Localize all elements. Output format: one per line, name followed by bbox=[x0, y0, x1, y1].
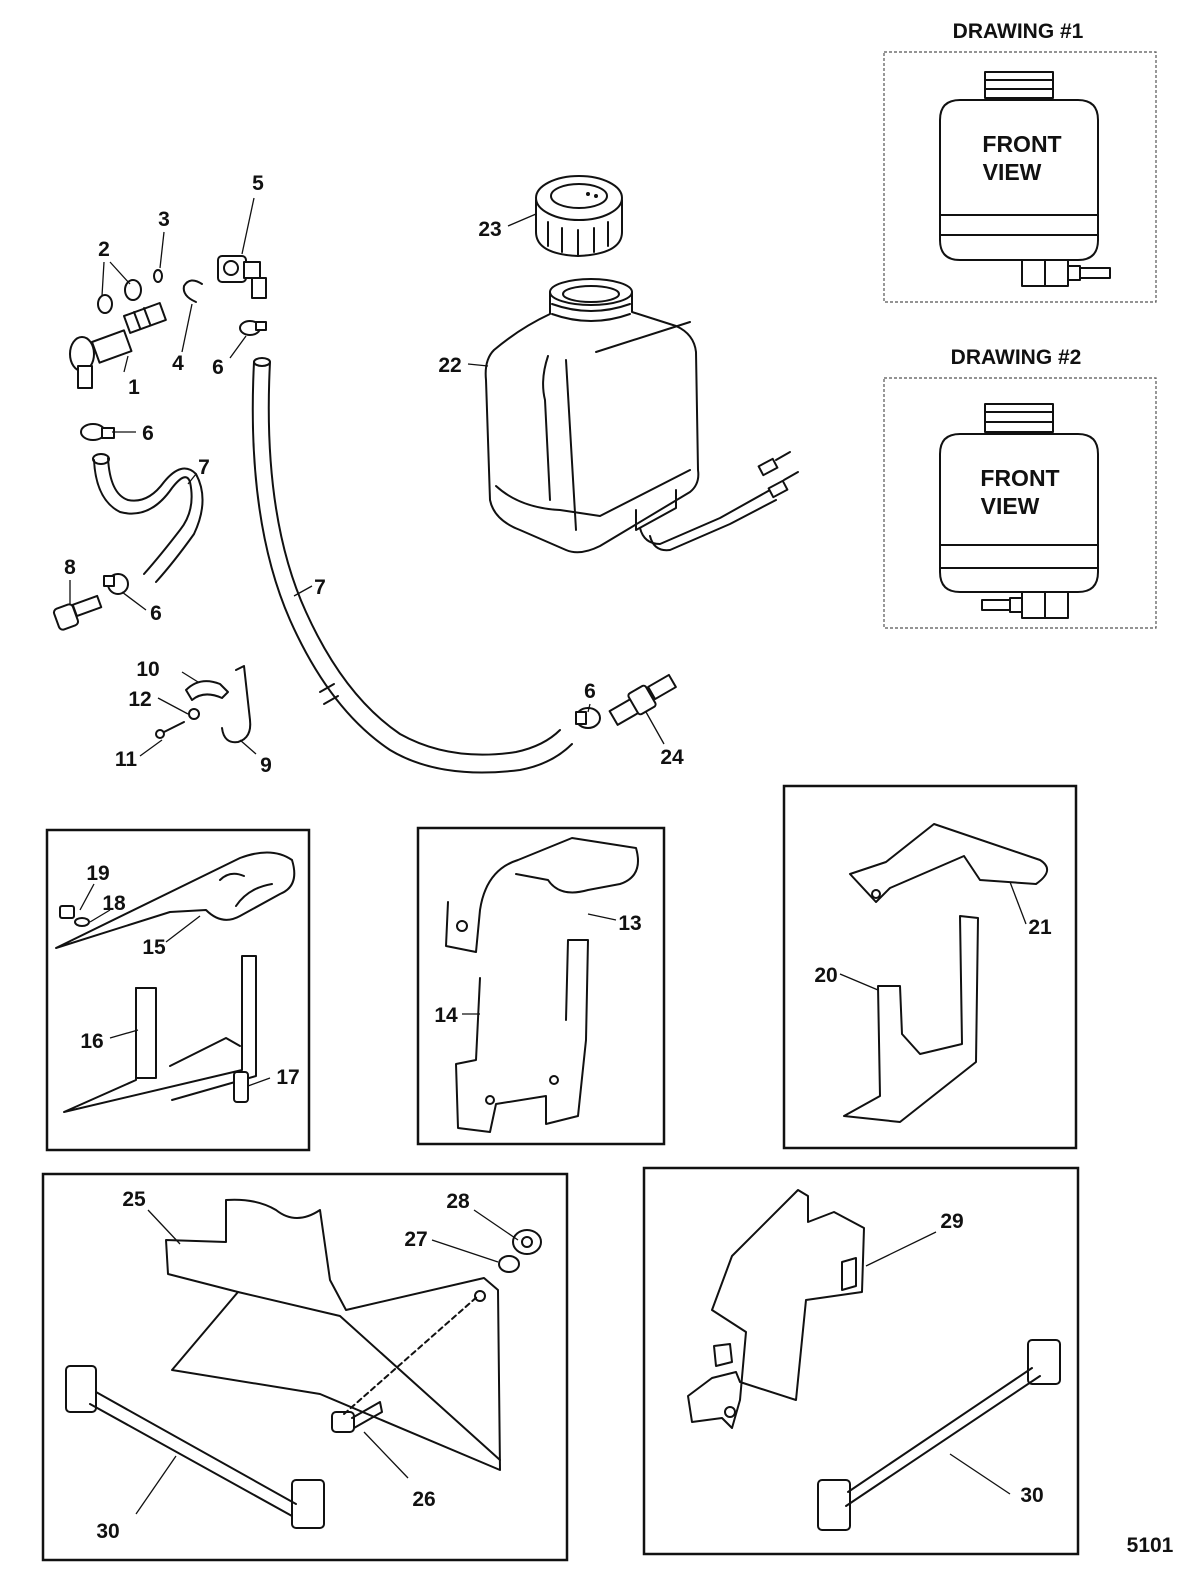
callout-26: 26 bbox=[412, 1488, 435, 1511]
long-hose-outer bbox=[251, 361, 573, 774]
o-rings bbox=[97, 269, 163, 314]
nut-19 bbox=[59, 905, 75, 919]
washer-18 bbox=[74, 917, 90, 927]
fill-cap bbox=[535, 175, 623, 257]
clamp-10 bbox=[185, 680, 229, 701]
callout-30-a: 30 bbox=[96, 1520, 119, 1543]
callout-3: 3 bbox=[158, 208, 170, 231]
drawing-2-title: DRAWING #2 bbox=[951, 346, 1082, 369]
drawing-2-view-label: VIEW bbox=[981, 493, 1040, 519]
bolt-26 bbox=[331, 1295, 479, 1433]
bracket-21 bbox=[849, 823, 1048, 903]
callout-21: 21 bbox=[1028, 916, 1052, 939]
hose-clamp-3 bbox=[103, 573, 129, 595]
callout-30-b: 30 bbox=[1020, 1484, 1043, 1507]
drawing-1-bottle bbox=[939, 71, 1111, 287]
callout-6-b: 6 bbox=[142, 422, 154, 445]
callout-9: 9 bbox=[260, 754, 272, 777]
callout-22: 22 bbox=[438, 354, 461, 377]
long-hose-inner bbox=[267, 361, 561, 756]
bracket-29 bbox=[687, 1189, 865, 1429]
bracket-box-a bbox=[45, 828, 311, 1152]
callout-6-d: 6 bbox=[584, 680, 596, 703]
figure-number: 5101 bbox=[1127, 1534, 1174, 1557]
callout-29: 29 bbox=[940, 1210, 963, 1233]
fitting-assembly bbox=[69, 302, 167, 389]
callout-15: 15 bbox=[142, 936, 166, 959]
bracket-14 bbox=[455, 939, 589, 1133]
callout-8: 8 bbox=[64, 556, 76, 579]
bracket-box-d bbox=[41, 1172, 569, 1562]
callout-16: 16 bbox=[80, 1030, 103, 1053]
washer-27 bbox=[498, 1255, 520, 1273]
callout-14: 14 bbox=[434, 1004, 458, 1027]
callout-20: 20 bbox=[814, 964, 837, 987]
callout-6-a: 6 bbox=[212, 356, 224, 379]
drawing-1-view-label: VIEW bbox=[983, 159, 1042, 185]
drawing-1-front-label: FRONT bbox=[982, 131, 1061, 157]
callout-7-b: 7 bbox=[314, 576, 326, 599]
callout-28: 28 bbox=[446, 1190, 470, 1213]
elbow-fitting bbox=[217, 255, 267, 299]
retaining-clip bbox=[182, 279, 203, 303]
short-hose-b bbox=[107, 457, 204, 583]
drawing-2-front-label: FRONT bbox=[980, 465, 1059, 491]
washer-12 bbox=[188, 708, 200, 720]
hose-clamp-2 bbox=[80, 423, 115, 441]
bracket-9 bbox=[221, 665, 252, 744]
drawing-1-frame bbox=[883, 51, 1157, 303]
callout-17: 17 bbox=[276, 1066, 299, 1089]
bracket-25 bbox=[165, 1198, 501, 1471]
stud-17 bbox=[233, 1071, 249, 1103]
callout-7-a: 7 bbox=[198, 456, 210, 479]
bracket-box-c bbox=[782, 784, 1078, 1150]
bracket-16 bbox=[63, 955, 257, 1113]
callout-23: 23 bbox=[478, 218, 501, 241]
hose-clamp-1 bbox=[239, 320, 267, 336]
callout-18: 18 bbox=[102, 892, 126, 915]
callout-27: 27 bbox=[404, 1228, 427, 1251]
bracket-20 bbox=[843, 915, 979, 1123]
barb-fitting-8 bbox=[52, 594, 103, 631]
callout-5: 5 bbox=[252, 172, 264, 195]
callout-2: 2 bbox=[98, 238, 110, 261]
hose-clamp-4 bbox=[575, 707, 601, 729]
callout-6-c: 6 bbox=[150, 602, 162, 625]
callout-19: 19 bbox=[86, 862, 109, 885]
drawing-2-frame bbox=[883, 377, 1157, 629]
bracket-15 bbox=[55, 851, 296, 949]
callout-13: 13 bbox=[618, 912, 641, 935]
oil-tank bbox=[484, 278, 799, 554]
callout-1: 1 bbox=[128, 376, 140, 399]
nut-28 bbox=[512, 1229, 542, 1255]
short-hose-a bbox=[93, 459, 193, 575]
bracket-box-e bbox=[642, 1166, 1080, 1556]
callout-24: 24 bbox=[660, 746, 684, 769]
callout-12: 12 bbox=[128, 688, 151, 711]
drawing-2-panel: DRAWING #2 FRONT VIEW bbox=[883, 346, 1157, 629]
callout-4: 4 bbox=[172, 352, 184, 375]
callout-11: 11 bbox=[115, 748, 138, 771]
drawing-1-title: DRAWING #1 bbox=[953, 20, 1084, 43]
strap-30-left bbox=[65, 1365, 325, 1529]
callout-25: 25 bbox=[122, 1188, 146, 1211]
drawing-2-bottle bbox=[939, 403, 1099, 619]
leader-lines bbox=[69, 197, 1027, 1515]
callout-10: 10 bbox=[136, 658, 159, 681]
bracket-13 bbox=[445, 837, 639, 953]
callouts: 1 2 3 4 5 6 6 6 6 7 7 8 9 10 11 12 13 14… bbox=[64, 172, 1052, 1543]
drawing-1-panel: DRAWING #1 FRONT VIEW bbox=[883, 20, 1157, 303]
barb-fitting-24 bbox=[608, 673, 677, 726]
strap-30-right bbox=[817, 1339, 1061, 1531]
bracket-box-b bbox=[416, 826, 666, 1146]
